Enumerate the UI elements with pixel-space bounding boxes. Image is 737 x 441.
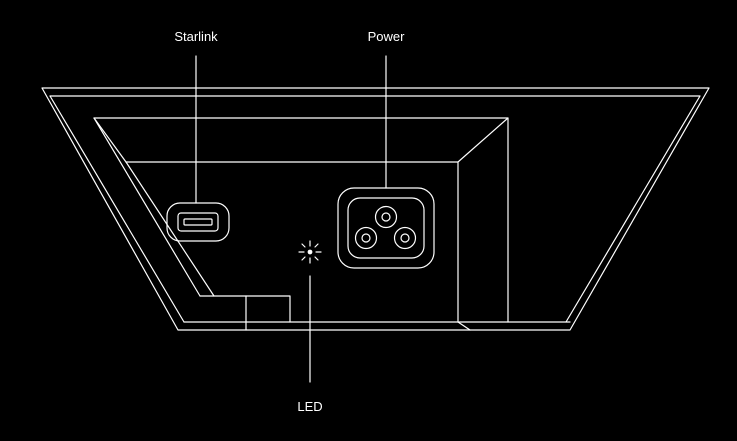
inner-panel (93, 117, 571, 331)
led-light-icon (298, 240, 322, 264)
power-inlet-icon (337, 187, 435, 269)
led-label: LED (297, 399, 323, 414)
starlink-label: Starlink (174, 29, 218, 44)
callout-lines (195, 55, 387, 383)
device-housing (41, 87, 710, 331)
power-label: Power (367, 29, 405, 44)
usb-port-icon (166, 202, 230, 242)
